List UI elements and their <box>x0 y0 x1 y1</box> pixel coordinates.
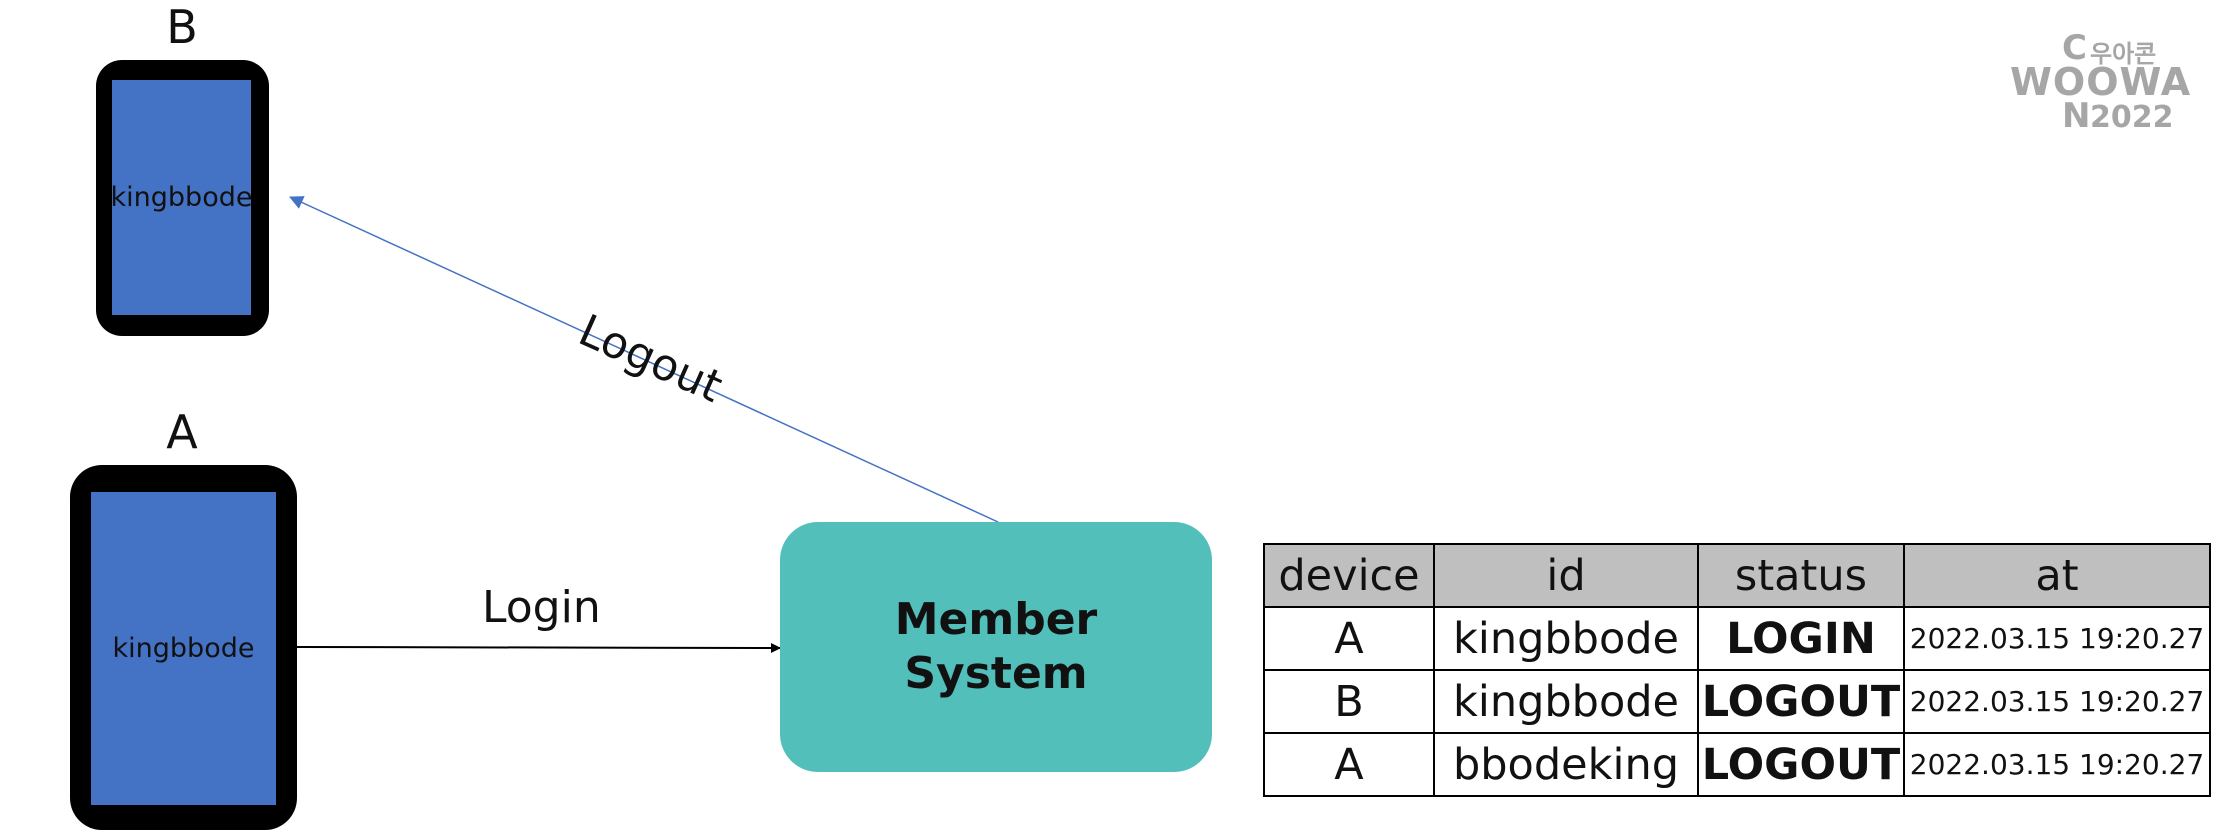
device-b-screen: kingbbode <box>110 80 253 315</box>
logout-arrow <box>289 196 999 523</box>
cell-device: A <box>1263 732 1435 797</box>
cell-device: B <box>1263 669 1435 734</box>
cell-at: 2022.03.15 19:20.27 <box>1903 669 2211 734</box>
logo-woowa: WOOWA <box>2010 60 2192 104</box>
member-system-box: Member System <box>780 522 1212 772</box>
logo-year: 2022 <box>2090 100 2174 135</box>
table-header-row: device id status at <box>1263 543 2211 608</box>
cell-status: LOGOUT <box>1697 669 1905 734</box>
logo-c: C <box>2062 28 2087 68</box>
woowacon-logo: C 우아콘 WOOWA N 2022 <box>2010 28 2220 138</box>
cell-device: A <box>1263 606 1435 671</box>
login-label: Login <box>482 582 601 633</box>
device-b-screen-text: kingbbode <box>110 182 253 213</box>
cell-id: kingbbode <box>1433 669 1699 734</box>
device-a-phone: kingbbode <box>70 465 297 830</box>
cell-status: LOGOUT <box>1697 732 1905 797</box>
header-id: id <box>1433 543 1699 608</box>
cell-id: kingbbode <box>1433 606 1699 671</box>
device-a-screen-text: kingbbode <box>112 633 255 664</box>
login-status-table: device id status at A kingbbode LOGIN 20… <box>1263 543 2211 797</box>
cell-id: bbodeking <box>1433 732 1699 797</box>
member-system-line1: Member <box>894 594 1098 645</box>
device-a-label: A <box>166 405 198 459</box>
table-row: A bbodeking LOGOUT 2022.03.15 19:20.27 <box>1263 732 2211 797</box>
table-row: B kingbbode LOGOUT 2022.03.15 19:20.27 <box>1263 669 2211 734</box>
cell-at: 2022.03.15 19:20.27 <box>1903 732 2211 797</box>
logo-korean: 우아콘 <box>2090 40 2157 68</box>
cell-at: 2022.03.15 19:20.27 <box>1903 606 2211 671</box>
device-a-screen: kingbbode <box>91 492 276 805</box>
header-at: at <box>1903 543 2211 608</box>
logo-n: N <box>2062 96 2091 136</box>
table-row: A kingbbode LOGIN 2022.03.15 19:20.27 <box>1263 606 2211 671</box>
login-arrow <box>296 642 781 653</box>
member-system-line2: System <box>904 648 1088 699</box>
header-device: device <box>1263 543 1435 608</box>
cell-status: LOGIN <box>1697 606 1905 671</box>
header-status: status <box>1697 543 1905 608</box>
device-b-label: B <box>166 0 198 54</box>
device-b-phone: kingbbode <box>96 60 269 336</box>
